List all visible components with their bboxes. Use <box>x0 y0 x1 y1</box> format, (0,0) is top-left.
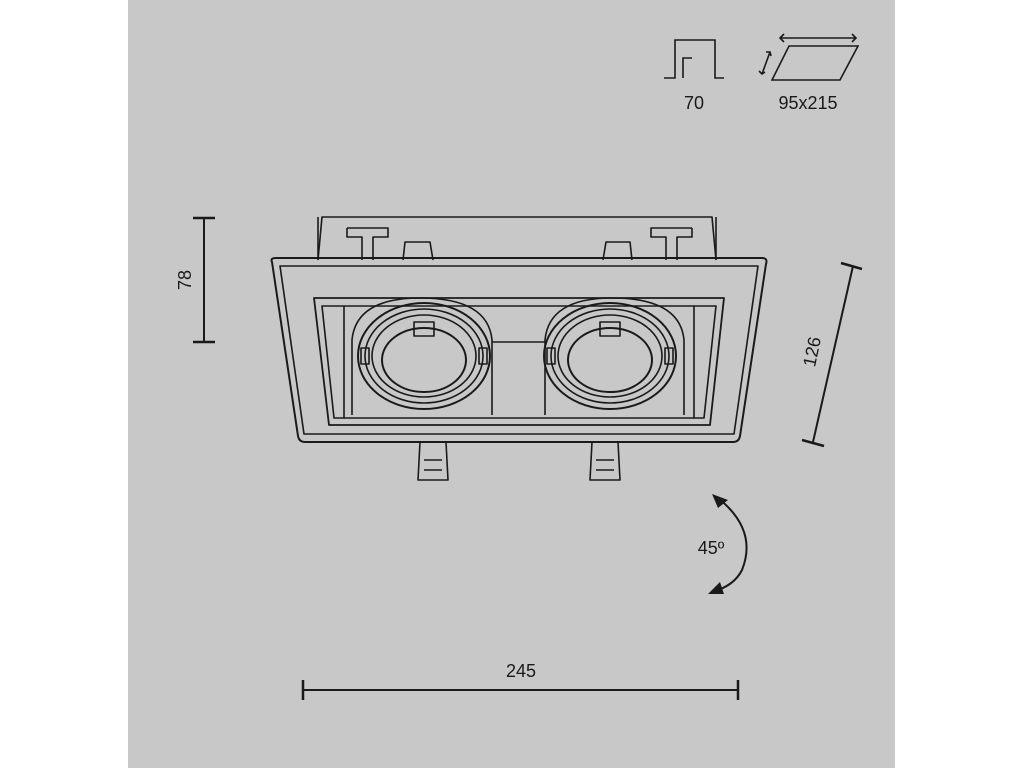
recess-depth-icon <box>664 39 724 79</box>
left-margin <box>0 0 128 768</box>
technical-drawing: 70 95x215 78 <box>128 0 895 768</box>
rotation-label: 45º <box>698 538 725 558</box>
fixture-drawing <box>270 216 768 481</box>
width-dimension-label: 245 <box>506 661 536 681</box>
height-dimension-line <box>193 216 215 344</box>
cutout-size-label: 95x215 <box>778 93 837 113</box>
depth-dimension-line <box>801 261 863 448</box>
rotation-arrow <box>711 497 748 593</box>
width-dimension-line <box>301 680 740 700</box>
recess-depth-label: 70 <box>684 93 704 113</box>
height-dimension-label: 78 <box>175 270 195 290</box>
drawing-background <box>128 0 895 768</box>
cutout-size-icon <box>758 33 860 81</box>
rotation-arrowhead-top <box>712 494 728 508</box>
right-margin <box>895 0 1024 768</box>
drawing-panel: 70 95x215 78 <box>128 0 895 768</box>
rotation-arrowhead-bottom <box>708 582 724 594</box>
